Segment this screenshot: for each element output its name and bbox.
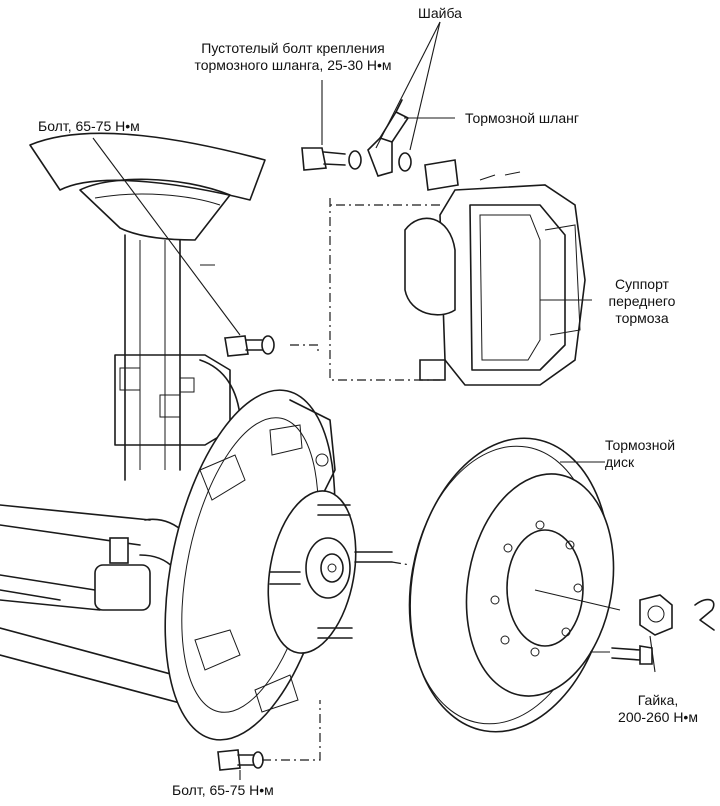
hollow-bolt-label-line1: Пустотелый болт крепления [201, 40, 385, 56]
brake-caliper [404, 159, 586, 386]
caliper-label-line3: тормоза [615, 310, 669, 326]
hub-nut [639, 594, 673, 636]
bolt-bottom-label: Болт, 65-75 Н•м [172, 782, 274, 798]
hollow-bolt-label: Пустотелый болт крепления тормозного шла… [148, 40, 438, 74]
brake-disc-label-line1: Тормозной [605, 437, 676, 453]
cotter-pin [694, 598, 715, 631]
nut-label: Гайка, 200-260 Н•м [598, 692, 718, 726]
caliper-label-line2: переднего [608, 293, 676, 309]
brake-disc [408, 437, 615, 733]
nut-label-line1: Гайка, [637, 692, 679, 708]
caliper-label-line1: Суппорт [615, 276, 669, 292]
brake-disc-label-line2: диск [605, 454, 635, 470]
bolt-top-label: Болт, 65-75 Н•м [38, 118, 140, 134]
strut-bolts [224, 335, 275, 357]
assembly-lines [262, 198, 440, 761]
shield-bolts [217, 749, 264, 771]
leader-lines [92, 21, 656, 780]
wheel-studs [269, 504, 393, 639]
hose-fittings [301, 99, 412, 177]
brake-hose-label: Тормозной шланг [465, 110, 579, 126]
driveshaft [0, 504, 231, 716]
washer-label: Шайба [418, 5, 462, 21]
caliper-label: Суппорт переднего тормоза [582, 276, 702, 327]
caliper-bolt [611, 645, 653, 665]
brake-disc-label: Тормозной диск [605, 437, 675, 471]
nut-label-line2: 200-260 Н•м [618, 709, 698, 725]
wheel-hub [267, 490, 393, 654]
hollow-bolt-label-line2: тормозного шланга, 25-30 Н•м [194, 57, 392, 73]
